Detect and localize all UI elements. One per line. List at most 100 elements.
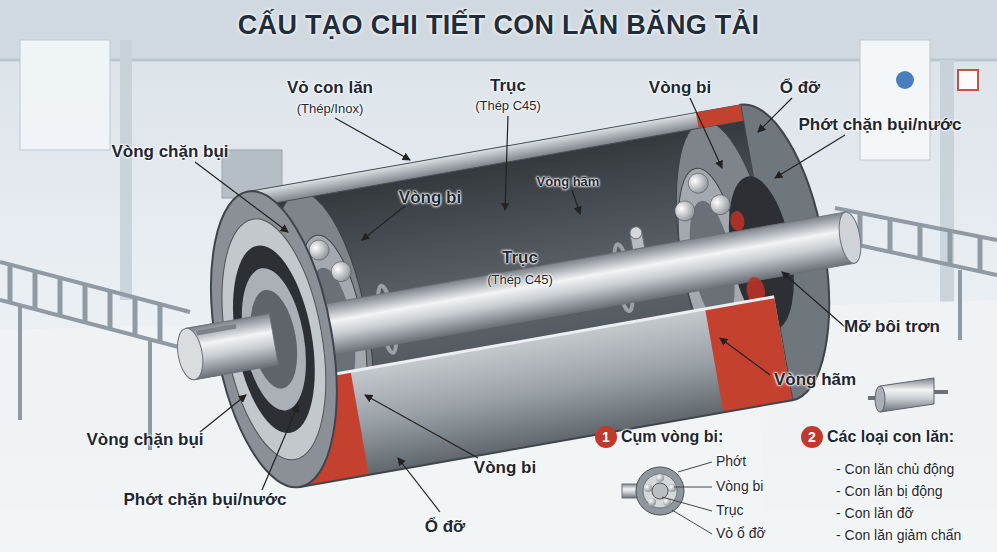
bearing-ball (709, 193, 732, 216)
roller-cutaway (152, 88, 886, 504)
shell-red-band (696, 105, 743, 129)
material-note: (Thép C45) (487, 273, 553, 287)
inset-ball (648, 498, 656, 506)
safety-sign (896, 71, 914, 89)
part-label: Phớt chặn bụi/nước (123, 491, 286, 510)
inset-ball (656, 474, 664, 482)
callout-number: 1 (595, 426, 617, 448)
diagram-title: CẤU TẠO CHI TIẾT CON LĂN BĂNG TẢI (0, 10, 997, 41)
part-label: Ổ đỡ (780, 79, 820, 98)
shell-top-rim (248, 105, 743, 208)
leader-line (674, 487, 712, 488)
conveyor-roller (8, 265, 13, 303)
leader-line (690, 98, 722, 168)
inset-label: Trục (716, 503, 743, 518)
conveyor-roller (158, 304, 163, 342)
window (860, 40, 930, 160)
conveyor-roller (888, 219, 893, 252)
part-label: Vòng hãm (774, 371, 856, 390)
list-item: - Con lăn đỡ (836, 506, 914, 521)
conveyor-roller (33, 271, 38, 309)
bearing-ball (687, 172, 710, 195)
right-conveyor (835, 208, 997, 340)
leader-lines (195, 98, 845, 512)
part-label: Ổ đỡ (425, 518, 465, 537)
leader-line (672, 510, 712, 534)
shell-outline (300, 400, 792, 487)
part-label: Trục (490, 77, 526, 96)
leader-line (662, 497, 712, 511)
icon-body (880, 378, 934, 412)
leader-line (775, 135, 845, 178)
part-label: Vòng chặn bụi (86, 431, 203, 450)
leader-line (335, 118, 410, 160)
roller-icon (868, 378, 948, 412)
inset-ball (644, 484, 652, 492)
inset-leaders (662, 462, 712, 534)
conveyor-roller (948, 231, 953, 265)
keyway (196, 324, 236, 336)
conveyor-roller (918, 225, 923, 258)
shell-front (282, 297, 793, 487)
conveyor-roller (978, 237, 983, 271)
list-item: - Con lăn chủ động (836, 462, 954, 477)
callout-text: 2 (808, 429, 816, 445)
part-label: Vòng hãm (537, 175, 600, 189)
part-label: Vòng chặn bụi (111, 143, 228, 162)
list-item: - Con lăn bị động (836, 484, 943, 499)
bearing-inset-icon (622, 462, 712, 534)
part-label: Phớt chặn bụi/nước (798, 116, 961, 135)
conveyor-roller (83, 284, 88, 322)
leader-line (758, 98, 792, 132)
part-label: Mỡ bôi trơn (844, 318, 940, 337)
shell-red-band (705, 297, 792, 413)
conveyor-roller (108, 291, 113, 329)
conveyor-roller (133, 298, 138, 336)
material-note: (Thép/Inox) (297, 102, 363, 116)
inset-shaft-end (652, 483, 668, 499)
grease-nipple (629, 226, 643, 240)
leader-line (262, 405, 298, 490)
panel-heading: Cụm vòng bi: (621, 428, 723, 446)
inset-housing (636, 467, 684, 515)
inset-label: Phớt (716, 454, 746, 469)
leader-line (782, 272, 845, 327)
conveyor-leg (18, 305, 22, 420)
callout-number: 2 (801, 426, 823, 448)
part-label: Vòng bi (649, 79, 711, 98)
material-note: (Thép C45) (475, 99, 541, 113)
icon-end (875, 386, 885, 412)
inset-bearing (643, 474, 677, 508)
pillar (120, 40, 132, 300)
conveyor-roller (58, 278, 63, 316)
part-label: Trục (502, 249, 538, 268)
bearing-ball (330, 260, 353, 283)
bearing-ball (673, 199, 696, 222)
leader-line (572, 190, 580, 214)
conveyor-leg (958, 270, 962, 340)
leader-line (200, 395, 246, 432)
part-label: Vòng bi (474, 459, 536, 478)
list-item: - Con lăn giảm chấn (836, 528, 961, 543)
panel-heading: Các loại con lăn: (827, 428, 954, 446)
ceiling-beam (0, 59, 997, 62)
safety-sign (958, 70, 978, 90)
icon-shaft (934, 390, 948, 394)
ceiling (0, 0, 997, 60)
inset-ball (668, 484, 676, 492)
leader-line (398, 458, 440, 512)
shaft-end (836, 210, 865, 265)
leader-line (505, 116, 508, 210)
pillar (940, 60, 954, 320)
left-conveyor (0, 262, 190, 450)
leader-line (365, 395, 478, 458)
leader-line (195, 162, 288, 232)
part-label: Vòng bi (399, 189, 461, 208)
callout-text: 1 (602, 429, 610, 445)
leader-line (720, 338, 770, 375)
part-label: Vỏ con lăn (287, 79, 373, 98)
window (20, 40, 110, 150)
